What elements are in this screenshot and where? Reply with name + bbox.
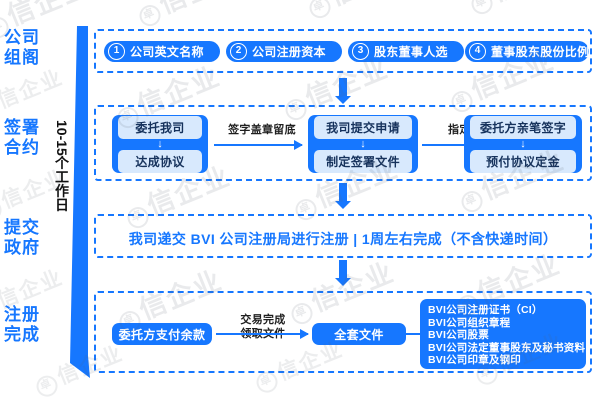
watermark: 卓信企业 bbox=[130, 0, 248, 30]
step-top-label: 我司提交申请 bbox=[314, 115, 412, 139]
watermark: 卓信企业 bbox=[300, 0, 418, 22]
contract-step-1[interactable]: 委托我司 ↓ 达成协议 bbox=[112, 115, 208, 173]
stage-label-submit-gov: 提交 政府 bbox=[4, 218, 70, 258]
step-bottom-label: 达成协议 bbox=[118, 149, 202, 173]
stage-label-line2: 组阁 bbox=[4, 48, 40, 67]
requirement-item-4[interactable]: 4 董事股东股份比例 bbox=[465, 41, 589, 62]
document-item: BVI公司注册证书（CI） bbox=[428, 304, 543, 316]
stage-label-line1: 提交 bbox=[4, 218, 40, 237]
item-number: 1 bbox=[108, 43, 125, 60]
document-item: BVI公司法定董事股东及秘书资料 bbox=[428, 341, 586, 354]
connector-arrow-3 bbox=[335, 260, 351, 286]
stage-label-line2: 完成 bbox=[4, 325, 40, 344]
document-item: BVI公司印章及钢印 bbox=[428, 354, 522, 367]
requirement-item-3[interactable]: 3 股东董事人选 bbox=[348, 41, 464, 62]
down-arrow-icon: ↓ bbox=[157, 137, 163, 150]
payment-box[interactable]: 委托方支付余款 bbox=[112, 323, 212, 345]
watermark: 卓信企业 bbox=[0, 61, 67, 124]
step-top-label: 委托方亲笔签字 bbox=[470, 115, 576, 139]
down-arrow-icon: ↓ bbox=[360, 137, 366, 150]
step-bottom-label: 制定签署文件 bbox=[314, 149, 412, 173]
contract-step-2[interactable]: 我司提交申请 ↓ 制定签署文件 bbox=[308, 115, 418, 173]
row-company-setup: 1 公司英文名称 2 公司注册资本 3 股东董事人选 4 董事股东股份比例 bbox=[94, 29, 592, 73]
item-label: 公司英文名称 bbox=[130, 45, 204, 59]
stage-label-line1: 签署 bbox=[4, 118, 40, 137]
item-label: 董事股东股份比例 bbox=[491, 45, 590, 59]
delivery-label: 交易完成 领取文件 bbox=[218, 313, 308, 341]
connector-arrow-2 bbox=[335, 183, 351, 209]
document-item: BVI公司股票 bbox=[428, 329, 489, 342]
contract-step-3[interactable]: 委托方亲笔签字 ↓ 预付协议定金 bbox=[464, 115, 582, 173]
timeline-arrow bbox=[70, 26, 90, 378]
row-sign-contract: 委托我司 ↓ 达成协议 签字盖章留底 我司提交申请 ↓ 制定签署文件 指定地 委… bbox=[94, 105, 592, 181]
item-label: 股东董事人选 bbox=[374, 45, 448, 59]
connector-label-1: 签字盖章留底 bbox=[228, 124, 296, 136]
item-number: 2 bbox=[230, 43, 247, 60]
full-documents-box[interactable]: 全套文件 bbox=[312, 323, 406, 345]
delivery-label-line1: 交易完成 bbox=[240, 314, 286, 326]
documents-list: BVI公司注册证书（CI） BVI公司组织章程 BVI公司股票 BVI公司法定董… bbox=[428, 304, 586, 367]
documents-connector-line bbox=[404, 333, 424, 335]
row-submit-gov: 我司递交 BVI 公司注册局进行注册 | 1周左右完成（不含快递时间） bbox=[94, 214, 592, 258]
requirement-item-1[interactable]: 1 公司英文名称 bbox=[104, 41, 220, 62]
stage-label-company-setup: 公司 组阁 bbox=[4, 28, 70, 68]
watermark: 卓信企业 bbox=[462, 0, 580, 18]
requirement-item-2[interactable]: 2 公司注册资本 bbox=[226, 41, 342, 62]
step-bottom-label: 预付协议定金 bbox=[470, 149, 576, 173]
stage-label-line1: 注册 bbox=[4, 305, 40, 324]
documents-list-box: BVI公司注册证书（CI） BVI公司组织章程 BVI公司股票 BVI公司法定董… bbox=[420, 299, 586, 369]
stage-label-line1: 公司 bbox=[4, 28, 40, 47]
step-top-label: 委托我司 bbox=[118, 115, 202, 139]
arrow-right-icon-3 bbox=[216, 329, 309, 339]
item-number: 3 bbox=[352, 43, 369, 60]
connector-arrow-1 bbox=[335, 78, 351, 104]
stage-label-line2: 合约 bbox=[4, 138, 40, 157]
stage-label-sign-contract: 签署 合约 bbox=[4, 118, 70, 158]
document-item: BVI公司组织章程 bbox=[428, 316, 511, 329]
item-label: 公司注册资本 bbox=[252, 45, 326, 59]
arrow-right-icon-1 bbox=[214, 140, 303, 150]
item-number: 4 bbox=[469, 43, 486, 60]
stage-label-line2: 政府 bbox=[4, 238, 40, 257]
down-arrow-icon: ↓ bbox=[520, 137, 526, 150]
government-submission-text: 我司递交 BVI 公司注册局进行注册 | 1周左右完成（不含快递时间） bbox=[128, 231, 558, 247]
timeline-duration-label: 10-15个工作日 bbox=[54, 120, 70, 212]
stage-label-registration-done: 注册 完成 bbox=[4, 305, 70, 345]
row-registration-done: 委托方支付余款 交易完成 领取文件 全套文件 BVI公司注册证书（CI） BVI… bbox=[94, 291, 592, 373]
